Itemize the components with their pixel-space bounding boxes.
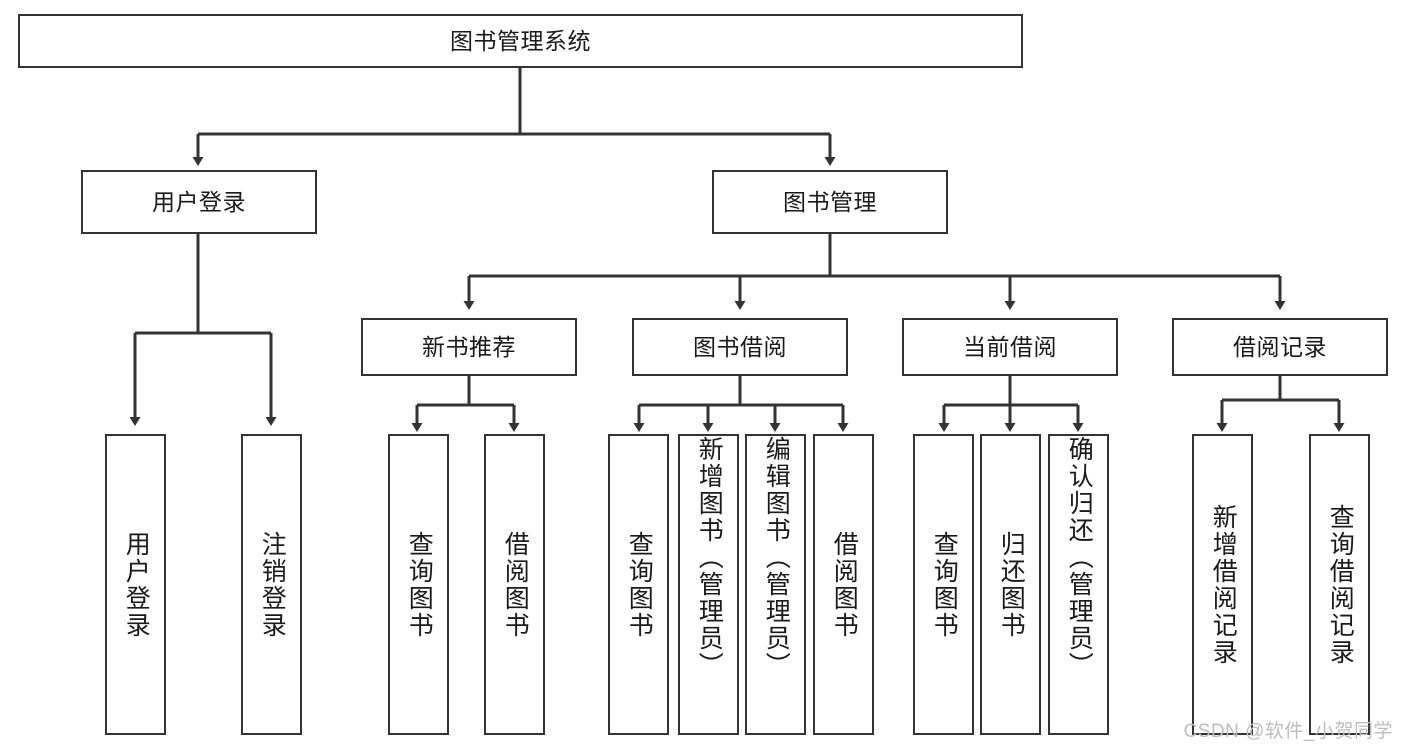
leaf-user-login-signin[interactable]: 用户登录	[105, 434, 166, 735]
node-label: 新书推荐	[422, 333, 516, 360]
node-new-book-recommend[interactable]: 新书推荐	[361, 318, 577, 376]
node-label: 归还图书	[997, 530, 1026, 639]
node-label: 新增借阅记录	[1209, 503, 1238, 666]
leaf-recommend-query-book[interactable]: 查询图书	[388, 434, 449, 735]
node-current-borrow[interactable]: 当前借阅	[902, 318, 1118, 376]
node-book-management[interactable]: 图书管理	[712, 170, 948, 234]
leaf-record-query-record[interactable]: 查询借阅记录	[1309, 434, 1370, 735]
leaf-record-add-record[interactable]: 新增借阅记录	[1192, 434, 1253, 735]
node-label: 用户登录	[122, 530, 151, 639]
node-label: 借阅图书	[830, 530, 859, 639]
node-book-borrow[interactable]: 图书借阅	[632, 318, 848, 376]
leaf-user-login-signout[interactable]: 注销登录	[241, 434, 302, 735]
node-label: 图书管理	[783, 188, 877, 215]
node-label: 用户登录	[152, 188, 246, 215]
leaf-borrow-edit-book[interactable]: 编辑图书（管理员）	[745, 434, 806, 735]
node-root-system[interactable]: 图书管理系统	[18, 14, 1023, 68]
node-label: 查询图书	[930, 530, 959, 639]
node-label: 查询图书	[625, 530, 654, 639]
leaf-borrow-query-book[interactable]: 查询图书	[608, 434, 669, 735]
node-label: 当前借阅	[963, 333, 1057, 360]
node-label: 确认归还（管理员）	[1065, 436, 1094, 679]
leaf-current-confirm-return[interactable]: 确认归还（管理员）	[1048, 434, 1109, 735]
node-label: 图书借阅	[693, 333, 787, 360]
leaf-borrow-add-book[interactable]: 新增图书（管理员）	[678, 434, 739, 735]
node-user-login[interactable]: 用户登录	[81, 170, 317, 234]
leaf-recommend-borrow-book[interactable]: 借阅图书	[484, 434, 545, 735]
node-label: 新增图书（管理员）	[695, 436, 724, 679]
node-borrow-record[interactable]: 借阅记录	[1172, 318, 1388, 376]
node-label: 借阅图书	[501, 530, 530, 639]
node-label: 注销登录	[258, 530, 287, 639]
node-label: 借阅记录	[1233, 333, 1327, 360]
node-label: 图书管理系统	[450, 27, 591, 54]
leaf-current-return-book[interactable]: 归还图书	[980, 434, 1041, 735]
node-label: 编辑图书（管理员）	[762, 436, 791, 679]
leaf-current-query-book[interactable]: 查询图书	[913, 434, 974, 735]
leaf-borrow-borrow-book[interactable]: 借阅图书	[813, 434, 874, 735]
node-label: 查询借阅记录	[1326, 503, 1355, 666]
node-label: 查询图书	[405, 530, 434, 639]
watermark-text: CSDN @软件_小贺同学	[1183, 721, 1393, 742]
